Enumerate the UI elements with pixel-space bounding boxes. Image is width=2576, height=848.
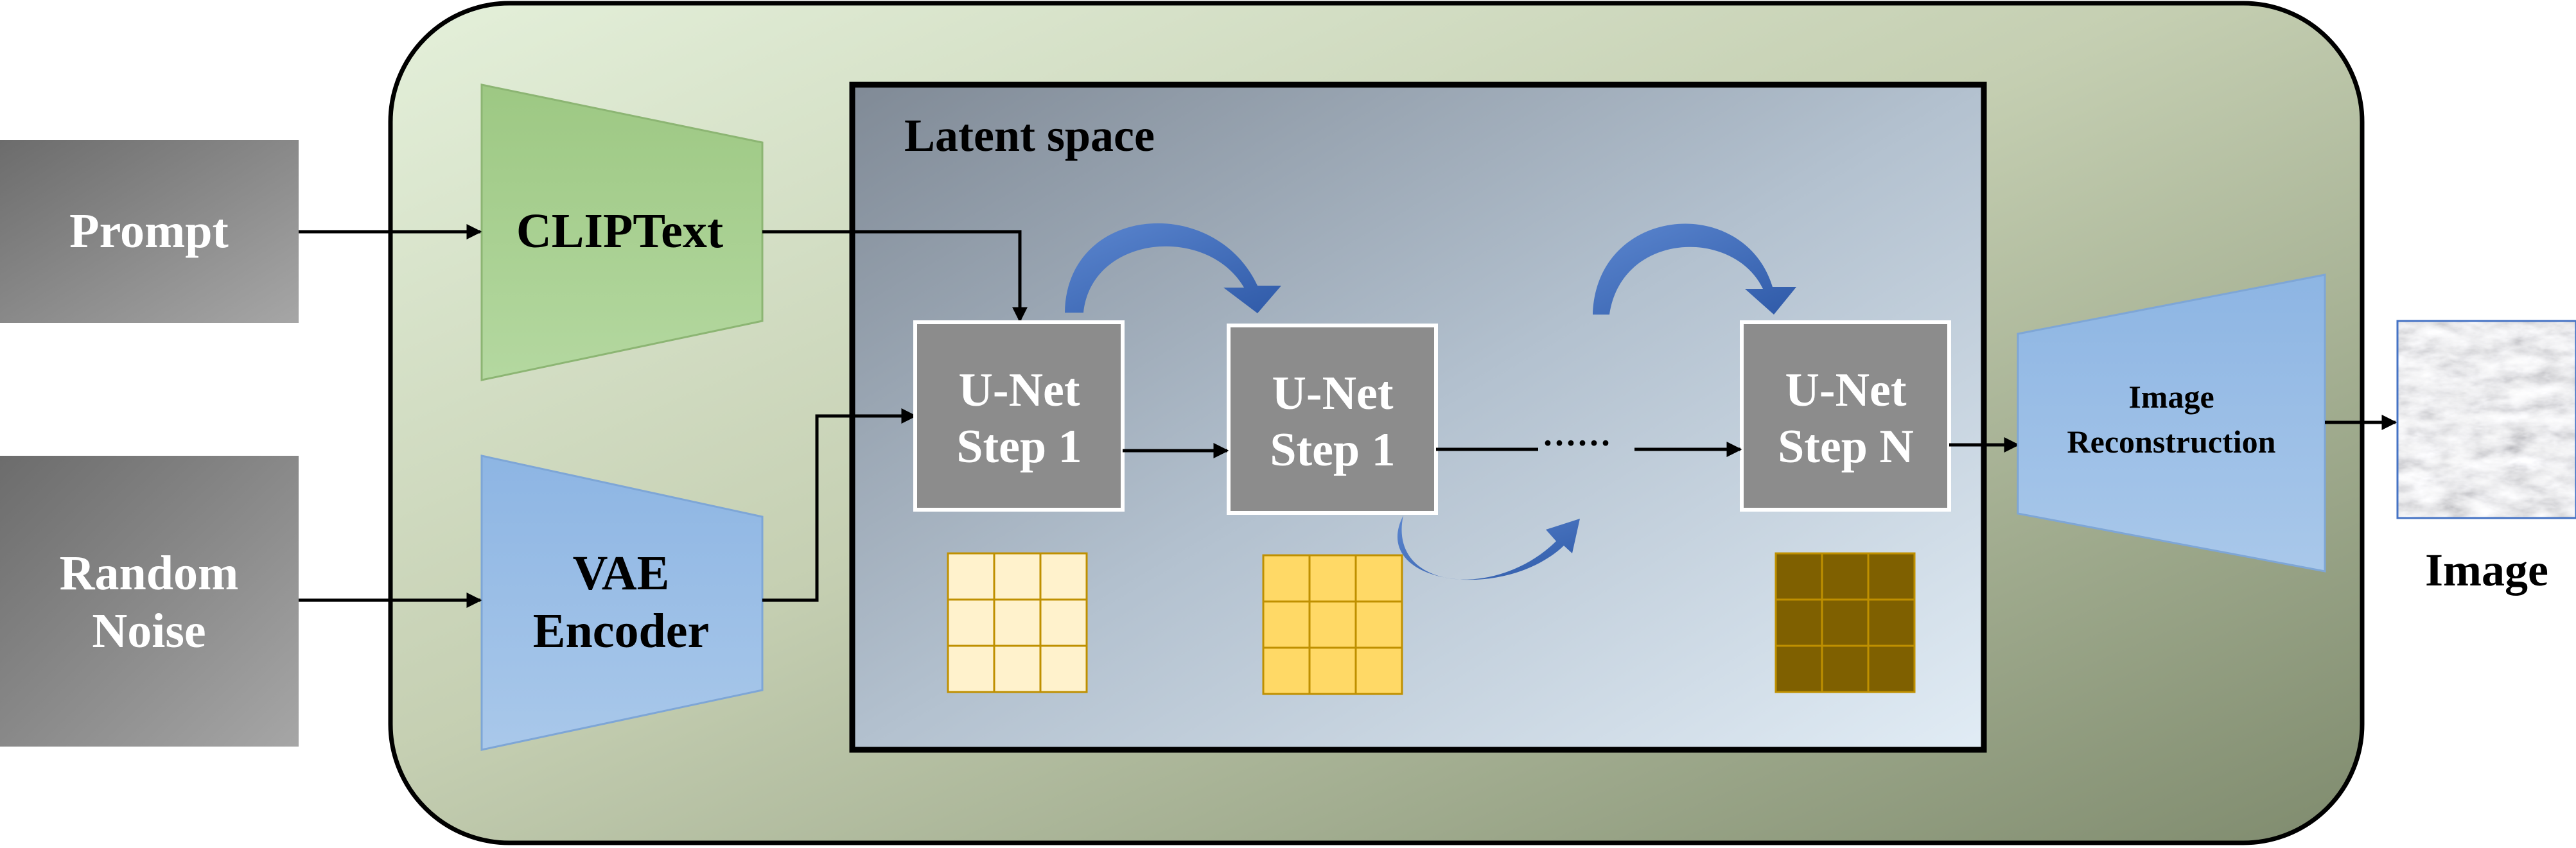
latent-grid-2-cell: [1308, 600, 1357, 649]
latent-grid-2-cell: [1262, 600, 1311, 649]
random-noise-box: [0, 456, 299, 747]
latent-grid-3-cell: [1867, 598, 1916, 647]
output-image-border: [2396, 320, 2576, 519]
unet-step-1-line1: U-Net: [958, 364, 1080, 417]
unet-step-box-n: [1740, 320, 1951, 512]
latent-grid-3-cell: [1867, 552, 1916, 601]
latent-grid-2-cell: [1354, 554, 1403, 603]
latent-grid-1-cell: [947, 598, 995, 647]
latent-grid-3-cell: [1774, 645, 1823, 693]
cliptext-label: CLIPText: [516, 204, 723, 258]
unet-step-1-line2: Step 1: [956, 420, 1082, 473]
prompt-label: Prompt: [69, 204, 229, 258]
unet-step-2-line2: Step 1: [1270, 424, 1395, 476]
vae-label-line1: VAE: [573, 546, 670, 600]
latent-grid-2-cell: [1354, 646, 1403, 695]
output-image-label: Image: [2425, 544, 2548, 596]
latent-grid-3-cell: [1774, 552, 1823, 601]
latent-space-title: Latent space: [904, 110, 1155, 161]
latent-grid-3-cell: [1774, 598, 1823, 647]
decoder-label-line1: Image: [2128, 379, 2214, 415]
latent-grid-2-cell: [1308, 554, 1357, 603]
latent-grid-2-cell: [1262, 554, 1311, 603]
latent-grid-1-cell: [993, 598, 1042, 647]
unet-step-box-2: [1227, 324, 1438, 515]
latent-grid-3-cell: [1867, 645, 1916, 693]
random-noise-label-line1: Random: [60, 546, 239, 600]
latent-grid-3-cell: [1821, 598, 1870, 647]
latent-grid-1-cell: [1039, 645, 1088, 693]
latent-grid-1-cell: [947, 645, 995, 693]
curved-arrow-icon-bottom: [1397, 515, 1580, 580]
curved-arrow-icon-top-2: [1593, 223, 1796, 315]
latent-grid-3-cell: [1821, 645, 1870, 693]
arrow-clip-to-unet: [762, 230, 1028, 323]
prompt-box: [0, 140, 299, 323]
latent-grid-2-cell: [1262, 646, 1311, 695]
latent-grid-1-cell: [993, 552, 1042, 601]
unet-step-2-line1: U-Net: [1272, 367, 1393, 420]
decoder-label-line2: Reconstruction: [2067, 424, 2276, 460]
curved-arrow-icon-top-1: [1065, 223, 1281, 313]
vae-label-line2: Encoder: [533, 604, 709, 658]
latent-grid-1-cell: [947, 552, 995, 601]
arrow-vae-to-unet: [762, 408, 917, 602]
image-reconstruction-decoder: [2017, 273, 2326, 573]
latent-grid-3-cell: [1821, 552, 1870, 601]
unet-step-n-line1: U-Net: [1785, 364, 1906, 417]
unet-step-box-1: [913, 320, 1125, 512]
unet-step-n-line2: Step N: [1778, 420, 1914, 473]
cliptext-encoder: [480, 83, 764, 381]
latent-grid-1-cell: [1039, 598, 1088, 647]
output-image: [2397, 321, 2576, 518]
latent-grid-2-cell: [1354, 600, 1403, 649]
vae-encoder: [480, 454, 764, 751]
latent-grids: [947, 552, 1916, 695]
latent-grid-2-cell: [1308, 646, 1357, 695]
latent-grid-1-cell: [993, 645, 1042, 693]
random-noise-label-line2: Noise: [92, 604, 206, 658]
steps-ellipsis: ······: [1542, 424, 1611, 462]
latent-grid-1-cell: [1039, 552, 1088, 601]
